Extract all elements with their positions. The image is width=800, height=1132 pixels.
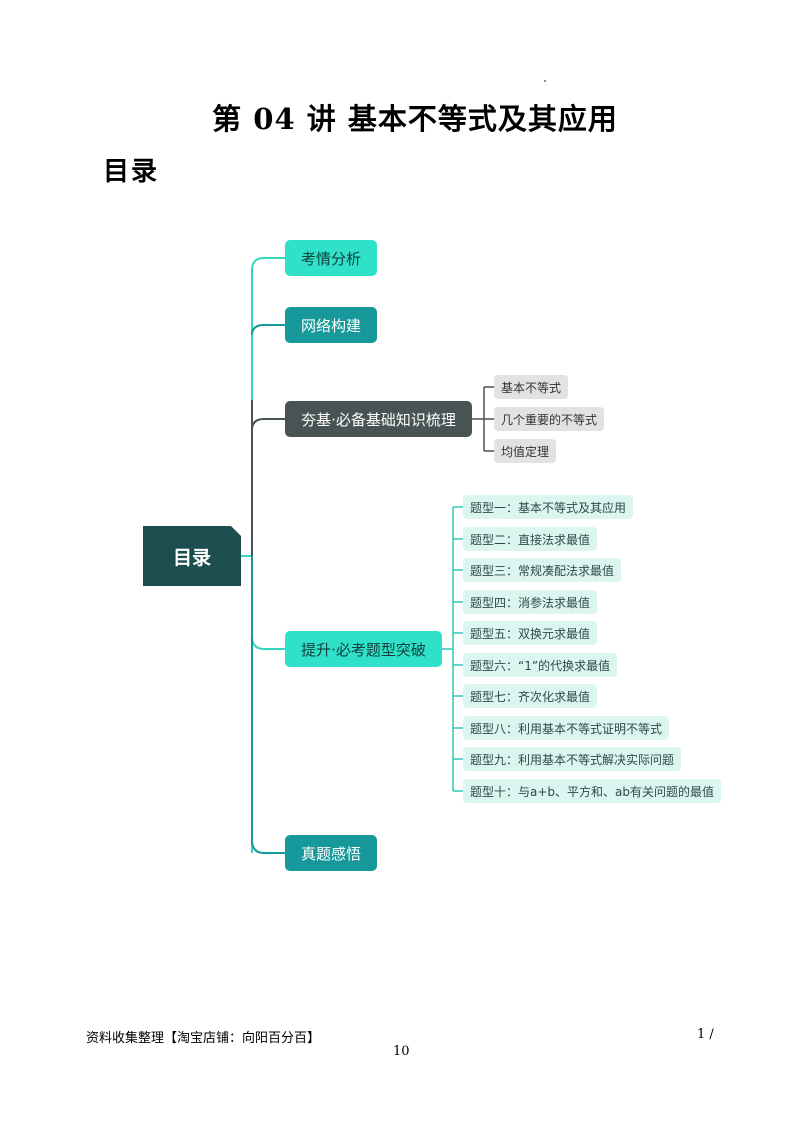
node-kaoqing-fenxi[interactable]: 考情分析 — [285, 240, 377, 276]
page-title: 第 04 讲 基本不等式及其应用 — [212, 102, 618, 136]
leaf-tixing-9[interactable]: 题型九：利用基本不等式解决实际问题 — [463, 747, 682, 771]
speck — [544, 80, 546, 82]
node-wangluo-goujian[interactable]: 网络构建 — [285, 307, 377, 343]
leaf-tixing-6[interactable]: 题型六：“1”的代换求最值 — [463, 653, 618, 677]
leaf-tixing-2[interactable]: 题型二：直接法求最值 — [463, 527, 598, 551]
mindmap-root: 目录 — [143, 526, 241, 586]
section-heading: 目录 — [103, 157, 160, 187]
leaf-tixing-10[interactable]: 题型十：与a+b、平方和、ab有关问题的最值 — [463, 779, 721, 803]
footer-page-number: 1 / — [697, 1027, 714, 1042]
leaf-junzhi-dingli[interactable]: 均值定理 — [494, 439, 557, 463]
footer-source: 资料收集整理【淘宝店铺：向阳百分百】 — [86, 1031, 321, 1046]
node-zhenti-ganwu[interactable]: 真题感悟 — [285, 835, 377, 871]
root-corner-fold — [231, 526, 241, 536]
leaf-tixing-1[interactable]: 题型一：基本不等式及其应用 — [463, 495, 634, 519]
node-tisheng-tixing[interactable]: 提升·必考题型突破 — [285, 631, 442, 667]
leaf-tixing-8[interactable]: 题型八：利用基本不等式证明不等式 — [463, 716, 670, 740]
leaf-tixing-4[interactable]: 题型四：消参法求最值 — [463, 590, 598, 614]
leaf-jiben-budengshi[interactable]: 基本不等式 — [494, 375, 569, 399]
leaf-tixing-7[interactable]: 题型七：齐次化求最值 — [463, 684, 598, 708]
leaf-jige-zhongyao[interactable]: 几个重要的不等式 — [494, 407, 605, 431]
footer-page-total: 10 — [393, 1044, 410, 1059]
leaf-tixing-3[interactable]: 题型三：常规凑配法求最值 — [463, 558, 622, 582]
leaf-tixing-5[interactable]: 题型五：双换元求最值 — [463, 621, 598, 645]
node-hangji-zhishi[interactable]: 夯基·必备基础知识梳理 — [285, 401, 472, 437]
